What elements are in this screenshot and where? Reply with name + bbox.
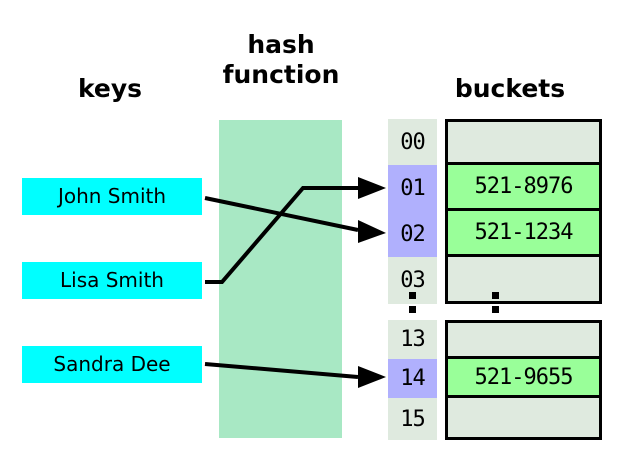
bucket-gap [437,359,445,398]
bucket-index-14: 14 [388,359,437,398]
bucket-index-15: 15 [388,398,437,440]
bucket-value-00 [445,119,602,165]
key-chip-john-smith[interactable]: John Smith [22,178,202,215]
bucket-value-01: 521-8976 [445,165,602,211]
bucket-index-13: 13 [388,320,437,359]
bucket-value-14: 521-9655 [445,359,602,398]
bucket-row[interactable]: 01 521-8976 [388,165,602,211]
buckets-heading: buckets [454,74,566,103]
bucket-value-15 [445,398,602,440]
bucket-index-01: 01 [388,165,437,211]
bucket-index-00: 00 [388,119,437,165]
bucket-gap [437,257,445,304]
bucket-gap [437,398,445,440]
key-chip-lisa-smith[interactable]: Lisa Smith [22,262,202,299]
bucket-gap [437,119,445,165]
bucket-row[interactable]: 03 [388,257,602,304]
bucket-gap [437,320,445,359]
bucket-value-02: 521-1234 [445,211,602,257]
bucket-gap [437,211,445,257]
bucket-row[interactable]: 00 [388,119,602,165]
bucket-row[interactable]: 14 521-9655 [388,359,602,398]
hash-function-heading-line2: function [222,60,340,89]
index-ellipsis-icon [409,292,416,313]
bucket-value-13 [445,320,602,359]
bucket-index-02: 02 [388,211,437,257]
bucket-table-bottom: 13 14 521-9655 15 [388,320,602,440]
hash-function-heading: hash function [200,30,362,90]
bucket-row[interactable]: 13 [388,320,602,359]
bucket-gap [437,165,445,211]
hash-function-heading-line1: hash [247,30,315,59]
bucket-value-03 [445,257,602,304]
bucket-table-top: 00 01 521-8976 02 521-1234 03 [388,119,602,304]
keys-heading: keys [77,74,143,103]
bucket-row[interactable]: 15 [388,398,602,440]
hash-function-box [219,120,342,438]
value-ellipsis-icon [492,292,499,313]
bucket-row[interactable]: 02 521-1234 [388,211,602,257]
key-chip-sandra-dee[interactable]: Sandra Dee [22,346,202,383]
